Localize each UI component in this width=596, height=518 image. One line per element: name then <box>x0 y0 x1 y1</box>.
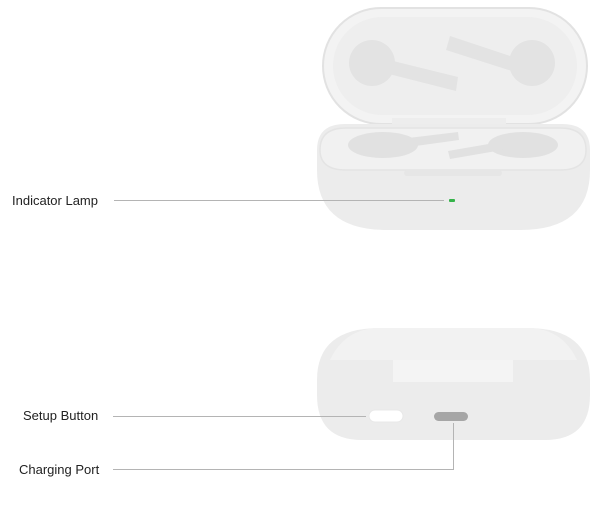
lid-earbud-left <box>349 40 458 91</box>
case-bottom-upper-band <box>330 328 577 360</box>
indicator-led <box>449 199 455 202</box>
open-case-front-view <box>317 7 590 230</box>
case-bottom-notch <box>393 360 513 382</box>
charging-port <box>434 412 468 421</box>
charging-port-label: Charging Port <box>19 462 100 477</box>
base-earbud-left <box>348 132 459 158</box>
setup-button-label: Setup Button <box>23 408 99 423</box>
base-hinge-slot <box>404 170 502 176</box>
case-hinge <box>392 118 506 128</box>
case-lid-inner <box>333 17 577 115</box>
charging-port-leader-line <box>113 423 454 470</box>
setup-button <box>368 409 404 423</box>
base-earbud-right <box>448 132 558 159</box>
indicator-lamp-label: Indicator Lamp <box>12 193 98 208</box>
lid-earbud-right <box>446 36 555 86</box>
closed-case-back-view <box>317 328 590 440</box>
